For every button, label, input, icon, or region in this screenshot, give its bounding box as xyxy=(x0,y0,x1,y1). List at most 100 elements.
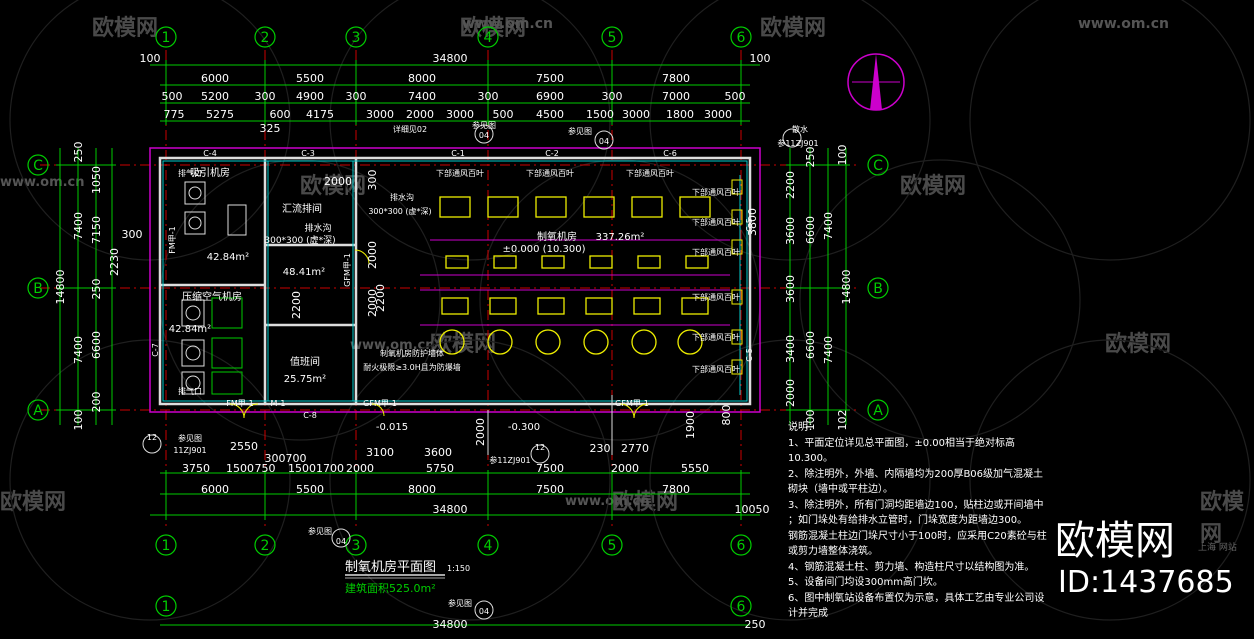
brand-sub: 上海 网站 xyxy=(1198,543,1237,553)
dim-text: 250 xyxy=(745,618,766,631)
detail-ref: 参见图 xyxy=(568,126,592,136)
dim-text: 5550 xyxy=(681,462,709,475)
dim-text: 3600 xyxy=(784,217,797,245)
dim-text: 1500 xyxy=(288,462,316,475)
dim-left-outer: 14800 xyxy=(54,270,67,305)
dim-text: 7000 xyxy=(662,90,690,103)
window-tag: C-5 xyxy=(745,348,754,362)
dim-text: 250 xyxy=(90,279,103,300)
dim-text: 2000 xyxy=(474,418,487,446)
dim-overall: 34800 xyxy=(433,52,468,65)
dim-text: 2200 xyxy=(290,291,303,319)
dim-text: 1900 xyxy=(684,411,697,439)
louver-label: 下部通风百叶 xyxy=(692,332,740,342)
notes-line: 砌块（墙中或平柱边）。 xyxy=(788,484,893,495)
axis-col-1: 1 xyxy=(162,599,171,615)
dim-text: 7400 xyxy=(822,212,835,240)
dim-text: 5275 xyxy=(206,108,234,121)
room-area: 42.84m² xyxy=(169,324,211,335)
axis-col-4: 4 xyxy=(484,30,493,46)
axis-row-a: A xyxy=(873,403,883,419)
notes-line: 计并完成 xyxy=(788,608,828,619)
axis-col-6: 6 xyxy=(737,599,746,615)
detail-ref: 04 xyxy=(336,537,346,546)
door-tag: GFM甲-1 xyxy=(615,399,649,408)
dim-text: 1700 xyxy=(316,462,344,475)
detail-ref: 参见图 xyxy=(178,433,202,443)
dim-text: 2000 xyxy=(366,289,379,317)
dim-text: 300 xyxy=(122,228,143,241)
dim-text: 300 xyxy=(602,90,623,103)
watermark-url: www.om.cn xyxy=(0,175,85,190)
louver-label: 下部通风百叶 xyxy=(692,364,740,374)
axis-col-3: 3 xyxy=(352,538,361,554)
detail-ref: 04 xyxy=(479,131,489,140)
axis-col-2: 2 xyxy=(261,30,270,46)
dim-text: 500 xyxy=(493,108,514,121)
dim-span: 7500 xyxy=(536,72,564,85)
dim-text: 4175 xyxy=(306,108,334,121)
notes-line: 10.300。 xyxy=(788,453,833,464)
notes-line: 2、除注明外，外墙、内隔墙均为200厚B06级加气混凝土 xyxy=(788,468,1044,480)
dim-text: 325 xyxy=(260,122,281,135)
notes-heading: 说明： xyxy=(788,422,818,433)
notes-line: 4、钢筋混凝土柱、剪力墙、构造柱尺寸以结构图为准。 xyxy=(788,561,1035,573)
drawing-title: 制氧机房平面图 xyxy=(345,559,436,575)
room-area: 25.75m² xyxy=(284,374,326,385)
dim-text: 102 xyxy=(836,410,849,431)
dimension-lines xyxy=(59,64,847,626)
dim-span: 8000 xyxy=(408,72,436,85)
door-tag: GFM甲-1 xyxy=(343,253,352,287)
dim-text: 2000 xyxy=(346,462,374,475)
watermark-logo: 欧模网 xyxy=(92,16,159,41)
window-tag: C-6 xyxy=(663,149,677,158)
elevation: -0.015 xyxy=(376,422,408,433)
dim-text: 7400 xyxy=(72,336,85,364)
doors xyxy=(229,249,649,419)
dim-span: 6000 xyxy=(201,72,229,85)
design-notes: 说明： 1、平面定位详见总平面图，±0.00相当于绝对标高 10.300。 2、… xyxy=(788,420,1088,622)
window-tag: C-7 xyxy=(151,343,160,357)
axis-row-c: C xyxy=(873,158,883,174)
notes-line: ；如门垛处有给排水立管时，门垛宽度为距墙边300。 xyxy=(788,515,1028,526)
dim-text: 7150 xyxy=(90,216,103,244)
brand-id: ID:1437685 xyxy=(1058,565,1234,600)
notes-line: 钢筋混凝土柱边门垛尺寸小于100时，应采用C20素砼与柱 xyxy=(788,530,1047,542)
louver-label: 下部通风百叶 xyxy=(692,247,740,257)
elevation: ±0.000 (10.300) xyxy=(503,244,586,255)
watermark-url: www.om.cn xyxy=(565,494,650,509)
dim-text: 2000 xyxy=(784,379,797,407)
dim-text: 300 xyxy=(255,90,276,103)
dim-text: 750 xyxy=(255,462,276,475)
dim-text: 2770 xyxy=(621,442,649,455)
vent-label: 排气口 xyxy=(178,386,202,396)
dim-text: 6600 xyxy=(804,216,817,244)
dim-text: 300 xyxy=(346,90,367,103)
dim-text: 2000 xyxy=(406,108,434,121)
dim-text: 2000 xyxy=(324,175,352,188)
dim-text: 6600 xyxy=(90,331,103,359)
dim-text: 2000 xyxy=(366,241,379,269)
dim-text: 3800 xyxy=(746,208,759,236)
dim-text: 200 xyxy=(90,392,103,413)
dim-text: 600 xyxy=(270,108,291,121)
dim-text: 2200 xyxy=(784,171,797,199)
detail-ref: 参见图 xyxy=(448,598,472,608)
dim-text: 2230 xyxy=(108,248,121,276)
dim-text: 7400 xyxy=(408,90,436,103)
dim-overall: 34800 xyxy=(433,503,468,516)
axis-col-5: 5 xyxy=(608,538,617,554)
louver-label: 下部通风百叶 xyxy=(692,217,740,227)
dim-text: 3000 xyxy=(366,108,394,121)
notes-line: 6、图中制氧站设备布置仅为示意，具体工艺由专业公司设 xyxy=(788,592,1045,604)
watermark-logo: 欧模网 xyxy=(900,174,967,199)
dim-text: 3600 xyxy=(784,275,797,303)
dim-span: 5500 xyxy=(296,72,324,85)
room-area: 48.41m² xyxy=(283,267,325,278)
window-tag: C-5 xyxy=(745,218,754,232)
dim-text: 250 xyxy=(804,147,817,168)
dim-text: 3600 xyxy=(424,446,452,459)
watermark-logo: 欧模网 xyxy=(760,16,827,41)
dim-text: 3750 xyxy=(182,462,210,475)
